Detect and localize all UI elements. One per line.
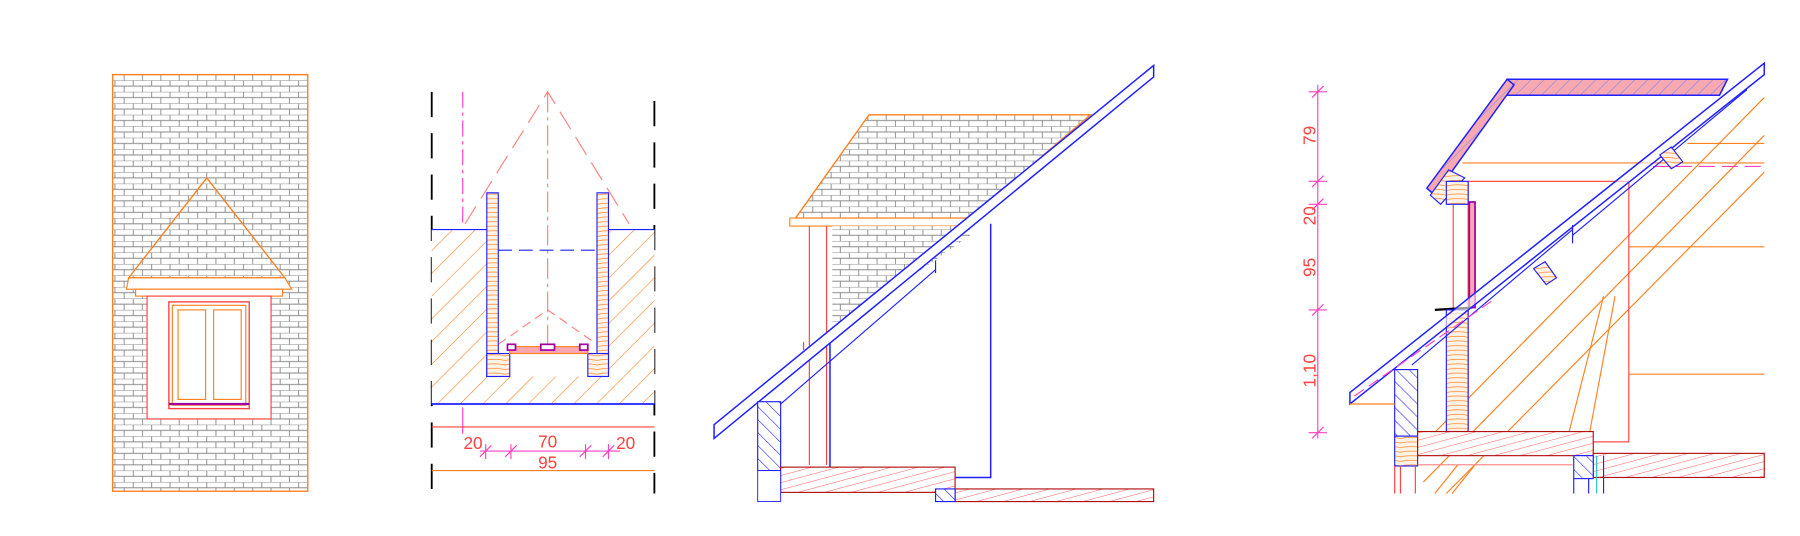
purlin xyxy=(1532,260,1558,286)
floor-beam xyxy=(1417,430,1594,457)
dormer-roof-slab xyxy=(1500,78,1729,97)
roof-structure-lines xyxy=(1413,97,1765,494)
dimension-overall: 95 xyxy=(538,452,557,472)
floor-joist xyxy=(757,470,782,503)
main-rafter xyxy=(1349,61,1766,406)
cheek-wall-right xyxy=(596,192,610,378)
joist-end xyxy=(1573,455,1594,480)
floor-beam xyxy=(780,466,956,493)
joist-end xyxy=(935,488,956,503)
cross-section: 79 20 95 1,10 xyxy=(1299,61,1766,494)
lintel xyxy=(1445,180,1469,205)
dormer-roof-tiles xyxy=(794,114,1093,219)
floor-beam xyxy=(1592,452,1765,479)
eave-fascia xyxy=(135,288,284,297)
main-rafter xyxy=(713,63,1155,441)
purlin xyxy=(1658,146,1684,170)
dimension-lintel: 20 xyxy=(1299,206,1319,225)
window-jamb xyxy=(506,343,517,351)
dimension-ticks xyxy=(479,444,615,460)
wall-plate-base xyxy=(1394,435,1419,467)
dormer-room-outline xyxy=(1467,180,1630,443)
dormer-eave xyxy=(125,277,293,290)
lower-wall-lines xyxy=(1394,465,1416,494)
wall-plate xyxy=(757,401,782,472)
rafter-upper xyxy=(1572,89,1748,236)
roof-hatch xyxy=(431,229,655,405)
rafter-inner xyxy=(780,269,936,405)
front-elevation xyxy=(111,73,309,492)
window-sash-left xyxy=(177,309,207,400)
wall-foot-left xyxy=(486,352,511,378)
window-frame xyxy=(168,301,250,410)
dimension-ticks xyxy=(1308,85,1327,439)
dimension-right-wall: 20 xyxy=(616,433,635,453)
window-mullion xyxy=(539,343,556,351)
window-jamb xyxy=(578,343,589,351)
roof-underlay xyxy=(1354,300,1493,397)
dormer-front-slope xyxy=(1425,78,1516,197)
hip-lines xyxy=(497,309,598,345)
dimension-window: 95 xyxy=(1299,258,1319,277)
cheek-wall-left xyxy=(486,192,499,378)
window-sash-right xyxy=(213,309,242,400)
window-frame-section xyxy=(1468,201,1476,309)
lower-post xyxy=(1573,455,1605,494)
side-elevation xyxy=(713,63,1155,503)
rafter-underside xyxy=(1411,229,1573,366)
floor-beam xyxy=(954,488,1155,503)
wall-foot-right xyxy=(587,352,610,378)
plan-view: 20 70 20 95 xyxy=(430,90,656,494)
dimension-opening: 70 xyxy=(538,432,557,452)
dimension-left-wall: 20 xyxy=(463,433,482,453)
dormer-eave xyxy=(789,217,971,227)
dimension-parapet: 1,10 xyxy=(1299,354,1319,387)
dimension-top: 79 xyxy=(1299,126,1319,145)
wall-plate xyxy=(1394,369,1419,437)
cheek-post xyxy=(1445,309,1469,433)
